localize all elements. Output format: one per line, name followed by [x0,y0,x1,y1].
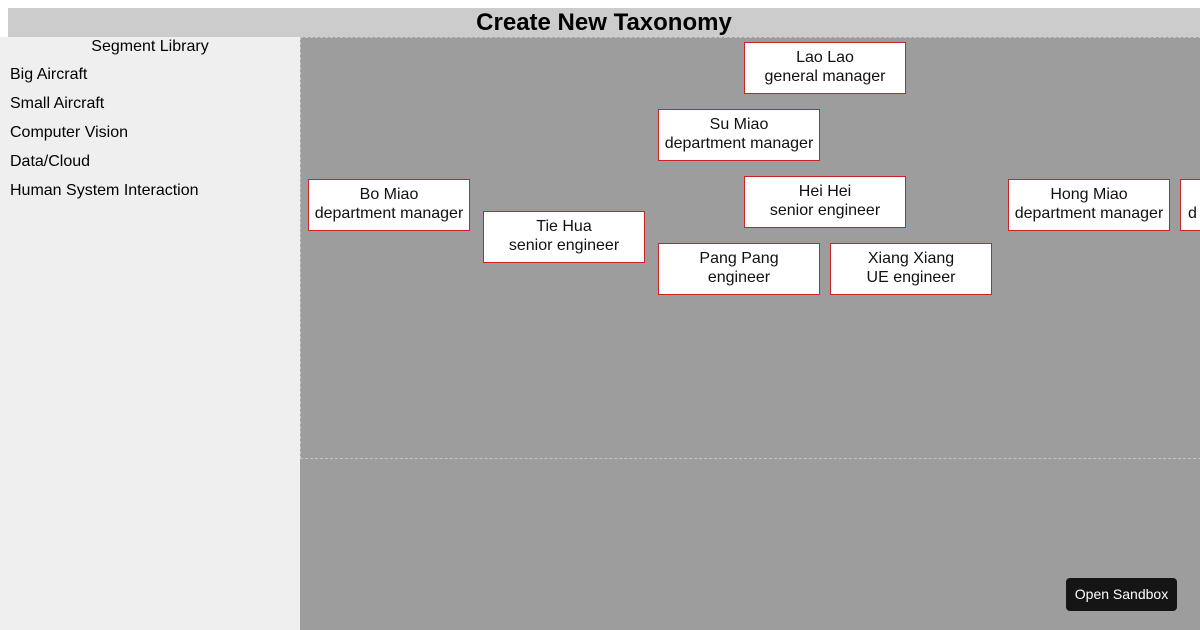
node-name: Xiang Xiang [867,250,955,267]
node-title: engineer [707,269,771,286]
node-name: Hei Hei [798,183,852,200]
org-node-lao-lao[interactable]: Lao Lao general manager [744,42,906,94]
node-name: Pang Pang [699,250,779,267]
node-name: Hong Miao [1050,186,1128,203]
sidebar-item-computer-vision[interactable]: Computer Vision [10,124,128,141]
org-node-bo-miao[interactable]: Bo Miao department manager [308,179,470,231]
org-node-su-miao[interactable]: Su Miao department manager [658,109,820,161]
taxonomy-canvas[interactable]: Lao Lao general manager Su Miao departme… [300,37,1200,630]
sidebar-item-data-cloud[interactable]: Data/Cloud [10,153,91,170]
segment-library-sidebar: Segment Library Big Aircraft Small Aircr… [0,37,300,630]
taxonomy-drop-zone[interactable] [300,37,1200,459]
org-node-hong-miao[interactable]: Hong Miao department manager [1008,179,1170,231]
org-node-hei-hei[interactable]: Hei Hei senior engineer [744,176,906,228]
segment-library-title: Segment Library [91,38,209,55]
sidebar-item-big-aircraft[interactable]: Big Aircraft [10,66,88,83]
sidebar-item-human-system-interaction[interactable]: Human System Interaction [10,182,199,199]
node-name: Bo Miao [359,186,419,203]
node-name: Su Miao [709,116,769,133]
org-node-xiang-xiang[interactable]: Xiang Xiang UE engineer [830,243,992,295]
org-node-pang-pang[interactable]: Pang Pang engineer [658,243,820,295]
page-title: Create New Taxonomy [8,8,1200,37]
node-title: department manager [664,135,814,152]
node-title: department manager [1014,205,1164,222]
node-name: Lao Lao [796,49,854,66]
open-sandbox-button[interactable]: Open Sandbox [1066,578,1177,611]
node-name: Tie Hua [536,218,592,235]
node-title: department manager [314,205,464,222]
node-title: d [1188,205,1197,222]
node-name [1188,185,1200,204]
org-node-partial[interactable]: d [1180,179,1200,231]
node-title: senior engineer [508,237,620,254]
node-title: general manager [764,68,886,85]
node-title: senior engineer [769,202,881,219]
node-title: UE engineer [866,269,956,286]
org-node-tie-hua[interactable]: Tie Hua senior engineer [483,211,645,263]
sidebar-item-small-aircraft[interactable]: Small Aircraft [10,95,105,112]
